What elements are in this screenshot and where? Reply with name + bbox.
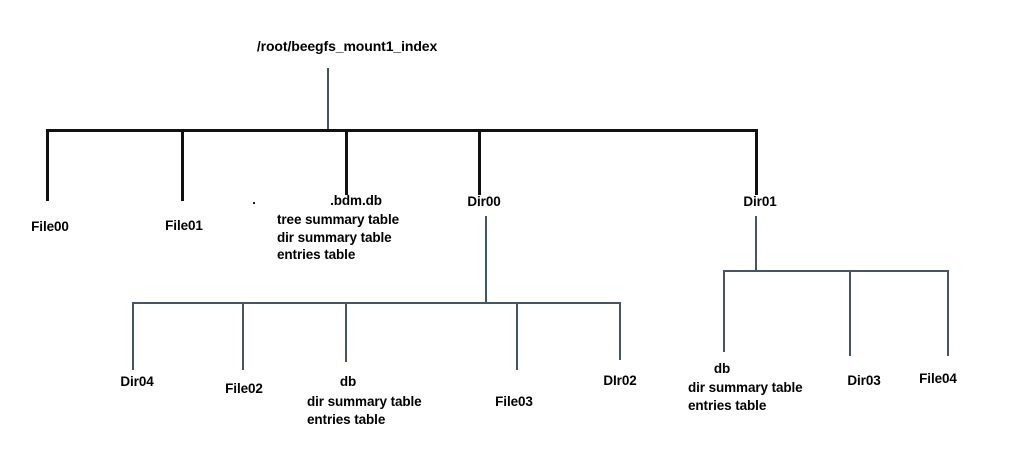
drop-dir00 [478, 129, 481, 195]
dir01-stem-line [755, 216, 757, 271]
node-label-dir01: Dir01 [743, 194, 777, 209]
drop-file04 [947, 270, 949, 356]
detail-entries-table: entries table [307, 411, 386, 427]
node-details-bdm-db: tree summary table dir summary table ent… [277, 211, 399, 264]
dir00-horizontal-bus [132, 302, 619, 304]
detail-entries-table: entries table [277, 247, 356, 263]
drop-file01 [181, 129, 184, 201]
detail-dir-summary-table: dir summary table [277, 229, 392, 245]
node-details-db-dir00: dir summary table entries table [307, 393, 422, 428]
node-label-file03: File03 [495, 394, 533, 409]
node-label-file01: File01 [165, 218, 203, 233]
drop-file02 [242, 302, 244, 370]
detail-dir-summary-table: dir summary table [307, 394, 422, 409]
drop-bdm-db [345, 129, 348, 195]
node-label-dir04: Dir04 [120, 374, 154, 389]
node-label-dot: . [252, 192, 256, 207]
root-node-label: /root/beegfs_mount1_index [256, 38, 438, 54]
node-label-file04: File04 [919, 371, 957, 386]
node-label-dir00: Dir00 [467, 194, 501, 209]
dir00-stem-line [485, 216, 487, 302]
node-label-file00: File00 [31, 219, 69, 234]
drop-dir01 [755, 129, 758, 195]
dir01-horizontal-bus [723, 270, 948, 272]
node-label-dir03: Dir03 [847, 373, 881, 388]
node-label-bdm-db: .bdm.db [330, 193, 382, 208]
node-label-db-dir01: db [713, 361, 731, 376]
node-details-db-dir01: dir summary table entries table [688, 379, 803, 414]
root-stem-line [327, 68, 329, 130]
drop-file03 [516, 302, 518, 370]
drop-dir04 [132, 302, 134, 370]
level1-horizontal-bus [46, 129, 756, 132]
drop-dir02 [619, 302, 621, 360]
drop-db-dir00 [345, 302, 347, 362]
detail-dir-summary-table: dir summary table [688, 380, 803, 395]
detail-entries-table: entries table [688, 397, 767, 413]
drop-file00 [46, 129, 49, 201]
drop-dir03 [849, 270, 851, 356]
detail-tree-summary-table: tree summary table [277, 212, 400, 227]
node-label-file02: File02 [225, 381, 263, 396]
node-label-db-dir00: db [339, 374, 357, 389]
drop-db-dir01 [723, 270, 725, 352]
node-label-dir02: DIr02 [603, 373, 637, 388]
